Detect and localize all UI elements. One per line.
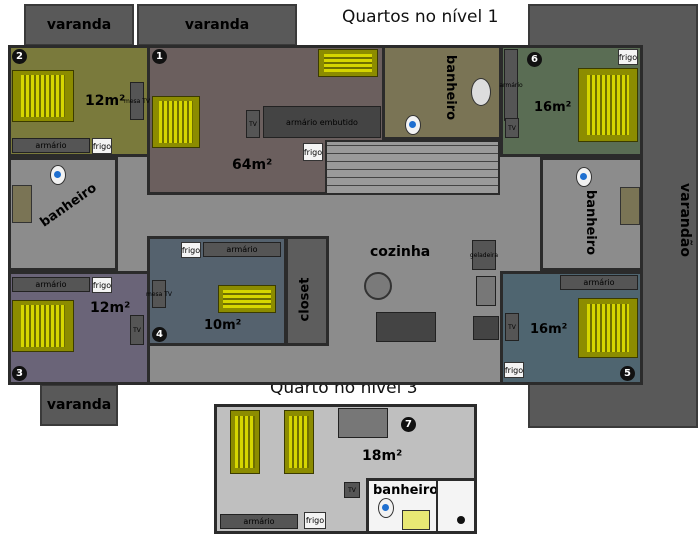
room-6-tv: TV [505,118,519,138]
veranda-top-left: varanda [24,4,134,46]
kitchen-table [364,272,392,300]
toilet-icon [576,167,592,187]
room-4-tv: mesa TV [146,280,172,308]
room-1-frigo: frigo [303,143,323,161]
room-4-frigo: frigo [181,242,201,258]
room-7-frigo: frigo [304,512,326,529]
room-2-badge: 2 [12,49,27,64]
bathroom-top-sink [471,78,491,106]
room-2-tv: mesa TV [124,82,150,120]
room-1-badge: 1 [152,49,167,64]
room-3-bed [12,300,74,352]
room-1-bed-2 [318,49,378,77]
stairs [325,140,500,195]
room-1-tv: TV [246,110,260,138]
room-3-badge: 3 [12,366,27,381]
room-6-armario: armário [499,49,523,121]
bathroom-level3-divider [436,478,438,534]
bathroom-right-sink [620,187,640,225]
room-6-area: 16m² [534,100,572,115]
room-2-armario: armário [12,138,90,153]
bathroom-top-label: banheiro [443,54,459,121]
kitchen-fridge: geladeira [470,240,498,270]
veranda-top-center: varanda [137,4,297,46]
room-7-table [338,408,388,438]
veranda-label: varanda [46,17,112,33]
room-7-armario: armário [220,514,298,529]
room-3-tv: TV [130,315,144,345]
room-5-frigo: frigo [504,362,524,378]
veranda-bottom-left: varanda [40,384,118,426]
room-3-area: 12m² [90,300,131,316]
toilet-icon [378,498,394,518]
closet [285,236,329,346]
kitchen-sofa [376,312,436,342]
room-6-badge: 6 [527,52,542,67]
veranda-right-label: varandão [676,183,693,257]
room-2-area: 12m² [85,93,126,109]
room-1-bed [152,96,200,148]
room-5-badge: 5 [620,366,635,381]
bathroom-level3-shower [457,516,465,524]
toilet-icon [50,165,66,185]
room-1-closet: armário embutido [263,106,381,138]
room-3-armario: armário [12,277,90,292]
room-5-tv: TV [505,313,519,341]
room-5-armario: armário [560,275,638,290]
room-7-area: 18m² [362,448,403,464]
kitchen-label: cozinha [370,244,431,260]
kitchen-stove [473,316,499,340]
room-4-bed [218,285,276,313]
room-7-tv: TV [344,482,360,498]
toilet-icon [405,115,421,135]
bathroom-level3-label: banheiro [373,483,439,498]
bathroom-right-label: banheiro [583,189,599,256]
room-7-badge: 7 [401,417,416,432]
room-3-frigo: frigo [92,277,112,293]
veranda-label: varanda [46,397,112,413]
kitchen-sink [476,276,496,306]
room-2-bed [12,70,74,122]
room-5-area: 16m² [530,322,568,337]
bathroom-level3-sink [402,510,430,530]
room-5-bed [578,298,638,358]
room-7-bed-1 [230,410,260,474]
level1-title: Quartos no nível 1 [342,7,499,27]
room-7-bed-2 [284,410,314,474]
room-6-frigo: frigo [618,49,638,65]
room-6-bed [578,68,638,142]
room-1-area: 64m² [232,157,273,173]
bathroom-left-sink [12,185,32,223]
room-4-area: 10m² [204,318,242,333]
closet-label: closet [297,277,313,322]
veranda-label: varanda [184,17,250,33]
room-4-badge: 4 [152,327,167,342]
room-2-frigo: frigo [92,138,112,154]
room-4-armario: armário [203,242,281,257]
